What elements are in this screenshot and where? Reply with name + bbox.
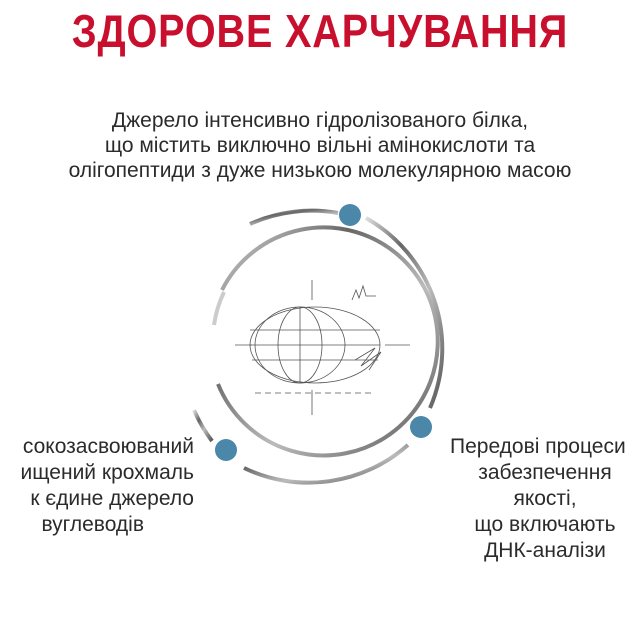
dot-carbohydrate [215,439,237,461]
outer-ring [192,208,445,485]
right-line: забезпечення [478,461,612,484]
left-line: к єдине джерело [30,487,194,510]
kibble-sketch [235,280,410,415]
inner-ring [212,225,440,458]
left-line: ищений крохмаль [20,461,194,484]
dot-quality [410,416,432,438]
right-line: Передові процеси [450,435,626,458]
page-title: ЗДОРОВЕ ХАРЧУВАННЯ [71,5,569,57]
right-line: ДНК-аналізи [484,539,606,562]
right-line: що включають [474,513,616,536]
carbohydrate-text: сокозасвоюваний ищений крохмаль к єдине … [21,434,194,538]
description-line: олігопептиди з дуже низькою молекулярною… [68,159,572,182]
description-line: Джерело інтенсивно гідролізованого білка… [111,109,529,132]
left-line: вуглеводів [41,513,144,536]
dot-protein [339,204,361,226]
quality-text: Передові процеси забезпечення якості, що… [450,434,640,564]
description: Джерело інтенсивно гідролізованого білка… [0,108,640,183]
left-line: сокозасвоюваний [22,435,194,458]
description-line: що містить виключно вільні амінокислоти … [104,134,536,157]
right-line: якості, [513,487,577,510]
